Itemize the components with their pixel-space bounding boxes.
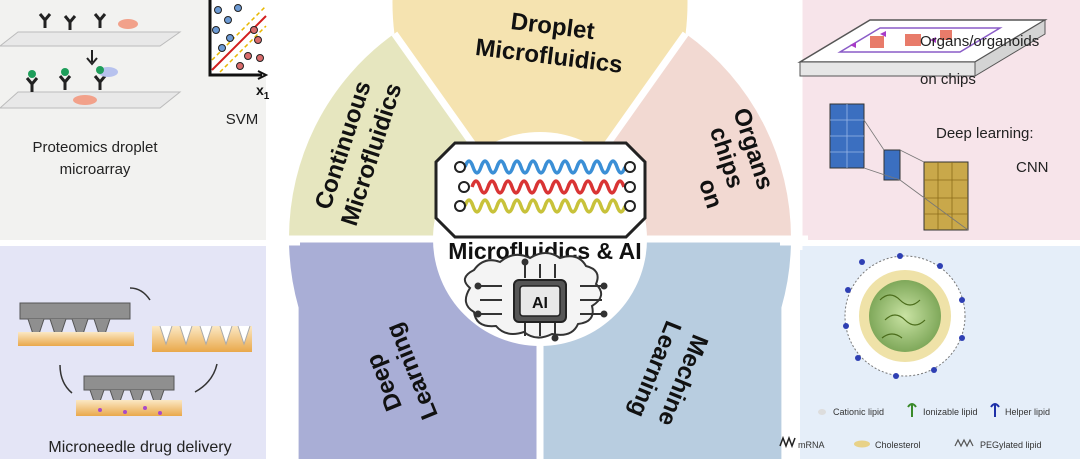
ai-chip-label: AI xyxy=(532,295,548,312)
cnn-layers-illustration xyxy=(829,103,969,231)
legend-ionizable-label: Ionizable lipid xyxy=(923,407,978,417)
sector-droplet xyxy=(392,0,688,239)
microfluidic-chip-icon xyxy=(434,141,647,239)
legend-cationic-label: Cationic lipid xyxy=(833,407,884,417)
proteomics-label-line2: microarray xyxy=(60,161,131,178)
blue-channel xyxy=(463,159,627,175)
legend-cholesterol-icon xyxy=(854,440,870,448)
yellow-channel xyxy=(463,198,627,214)
panel-bottom-left-bg xyxy=(0,246,266,459)
svm-scatter-plot xyxy=(208,0,269,80)
proteomics-microarray-illustration xyxy=(0,13,182,109)
organoids-label-line2: on chips xyxy=(920,71,976,88)
legend-helper-lipid-icon xyxy=(990,403,1000,417)
organoids-label-line1: Organs/organoids xyxy=(920,33,1039,50)
organ-on-chip-illustration xyxy=(797,19,1048,77)
legend-mrna-icon xyxy=(779,435,796,449)
svm-label: SVM xyxy=(226,111,259,128)
panel-separators xyxy=(0,0,1080,250)
red-channel xyxy=(470,179,626,195)
legend-mrna-label: mRNA xyxy=(798,440,825,450)
legend-ionizable-lipid-icon xyxy=(907,403,917,417)
legend-pegylated-label: PEGylated lipid xyxy=(980,440,1042,450)
lipid-nanoparticle-illustration xyxy=(843,253,966,379)
cnn-label-line1: Deep learning: xyxy=(936,125,1034,142)
legend-cationic-lipid-icon xyxy=(818,409,826,415)
lnp-legend: Cationic lipid Ionizable lipid Helper li… xyxy=(779,403,1050,450)
legend-helper-label: Helper lipid xyxy=(1005,407,1050,417)
microneedle-illustration xyxy=(18,287,252,416)
legend-cholesterol-label: Cholesterol xyxy=(875,440,921,450)
proteomics-label-line1: Proteomics droplet xyxy=(32,139,158,156)
svm-axis-label: x1 xyxy=(256,82,270,102)
microneedle-label: Microneedle drug delivery xyxy=(48,439,231,456)
legend-pegylated-lipid-icon xyxy=(954,438,974,448)
cnn-label-line2: CNN xyxy=(1016,159,1049,176)
